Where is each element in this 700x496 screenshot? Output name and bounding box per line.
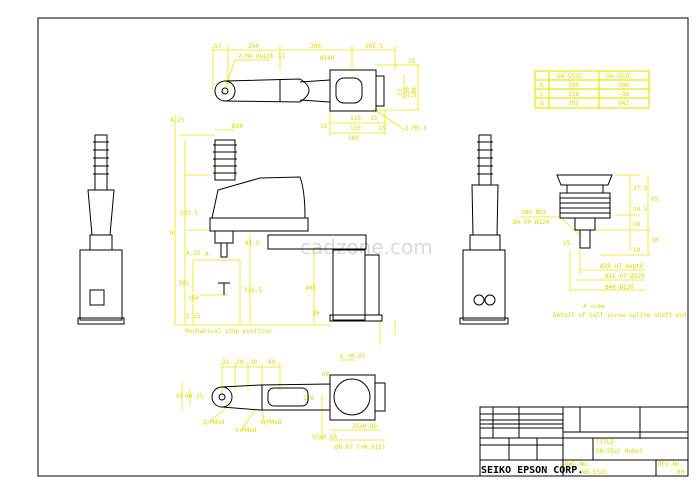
dim-text: H [170,230,174,237]
dim-text: 15 [320,123,328,130]
title-block: SEIKO EPSON CORP. TITLE G6-55xC Robot DW… [479,406,689,477]
dim-text: 55±0.05 [312,434,338,441]
dim-text: Ø40 Ø120 [605,284,634,291]
table-cell: c [540,91,544,98]
dim-text: 1.25 [186,313,201,320]
table-header: G6-553C [606,73,632,80]
dim-text: 25 [196,393,204,400]
dim-text: 60 [322,371,330,378]
dim-text: 53 [214,43,222,50]
dim-text: 18 [633,221,641,228]
dwg-label: DWG.No. [565,461,590,468]
spec-table: G6-551C G6-553C b 150 300 c 118 -34 d 79… [534,70,650,109]
dim-text: 73 [397,88,404,96]
right-side-view [459,134,509,325]
table-cell: 150 [568,82,579,89]
dim-text: 35 [222,359,230,366]
dim-text: 4-M4x8 [260,419,282,426]
dim-text: 15 [370,115,378,122]
dim-text: 20 [250,359,258,366]
dwg-value: G6-55xC [582,469,608,476]
dim-text: 316.5 [244,287,262,294]
table-cell: -34 [618,91,629,98]
dim-text: 37.5 [633,185,648,192]
dim-text: 150 [188,295,199,302]
dim-text: 15 [378,125,386,132]
dim-text: 4.25 [186,250,201,257]
dim-text: 150 [404,87,411,98]
dim-text: 165.5 [365,43,383,50]
table-cell: b [540,82,544,89]
dim-text: 81.5 [245,240,260,247]
top-view: 53 250 300 165.5 2-M4 depth 11 Ø160 15 7… [212,43,427,142]
dim-text: A [205,251,209,258]
dim-text: 300 [310,43,321,50]
dim-text: 180 [348,135,359,142]
side-view: 4.25 Ø38 233.5 H 4.25 A 301 150 1.25 81.… [170,115,396,345]
dim-text: 110 [350,115,361,122]
dim-text: 4-M4x8 [235,427,257,434]
dim-text: Ø160 [320,55,335,62]
table-cell: 942 [618,100,629,107]
dim-text: 95 [651,196,659,203]
detail-caption: A view [583,303,605,310]
dim-text: 2-M4 depth 11 [238,53,285,60]
dim-text: 30 [651,237,659,244]
dim-text: 20 [312,310,320,317]
detail-caption: Detail of ball screw spline shaft end [553,312,687,319]
dim-text: 233.5 [180,210,198,217]
dim-text: 15 [563,240,571,247]
title-value: G6-55xC Robot [596,448,643,455]
left-side-view [77,134,125,325]
table-header: G6-551C [557,73,583,80]
dim-text: 2-M4x8 [203,419,225,426]
dim-text: 15 [408,58,416,65]
table-cell: 300 [618,82,629,89]
dim-text: Ø8 H7 (+0.015) [335,444,386,451]
dim-text: 6 +0.05 [340,353,366,360]
table-cell: d [540,100,544,107]
dim-text: 180 [411,87,418,98]
dim-text: 91 [176,393,184,400]
dim-text: 4.25 [170,117,185,124]
dim-text: 60 [185,393,193,400]
dim-text: 2-M5 3 [405,125,427,132]
dim-text: 250 [248,43,259,50]
dim-text: 75±0.05 [352,423,378,430]
dim-text: 34.5 [633,206,648,213]
dim-text: 110 [303,395,314,402]
dim-text: Ø38 [232,123,243,130]
dim-text: Ø4.00 Ø120 [513,219,550,226]
rev-label: REV.No. [658,461,683,468]
table-cell: 118 [568,91,579,98]
detail-view: 37.5 34.5 95 18 30 10 15 1mm Ø02 Ø4.00 Ø… [513,174,687,319]
dim-text: 80 [268,359,276,366]
dim-text: Ø20 H7 depth [600,263,644,270]
drawing-frame [37,17,689,477]
bottom-view: 35 20 20 80 91 60 25 110 2-M4x8 4-M4x8 4… [176,353,386,451]
dim-text: 301 [178,280,189,287]
dim-text: 10 [633,247,641,254]
dim-text: Ø16 h7 Ø120 [605,273,645,280]
dim-text: 1mm Ø02 [521,209,547,216]
company-name: SEIKO EPSON CORP. [481,465,583,476]
dim-text: 405 [305,285,316,292]
dim-text: 20 [236,359,244,366]
dim-text: 150 [350,125,361,132]
title-label: TITLE [596,439,614,446]
mechanical-stop-note: Mechanical stop position [185,328,272,335]
rev-value: 00 [677,469,685,476]
table-cell: 792 [568,100,579,107]
